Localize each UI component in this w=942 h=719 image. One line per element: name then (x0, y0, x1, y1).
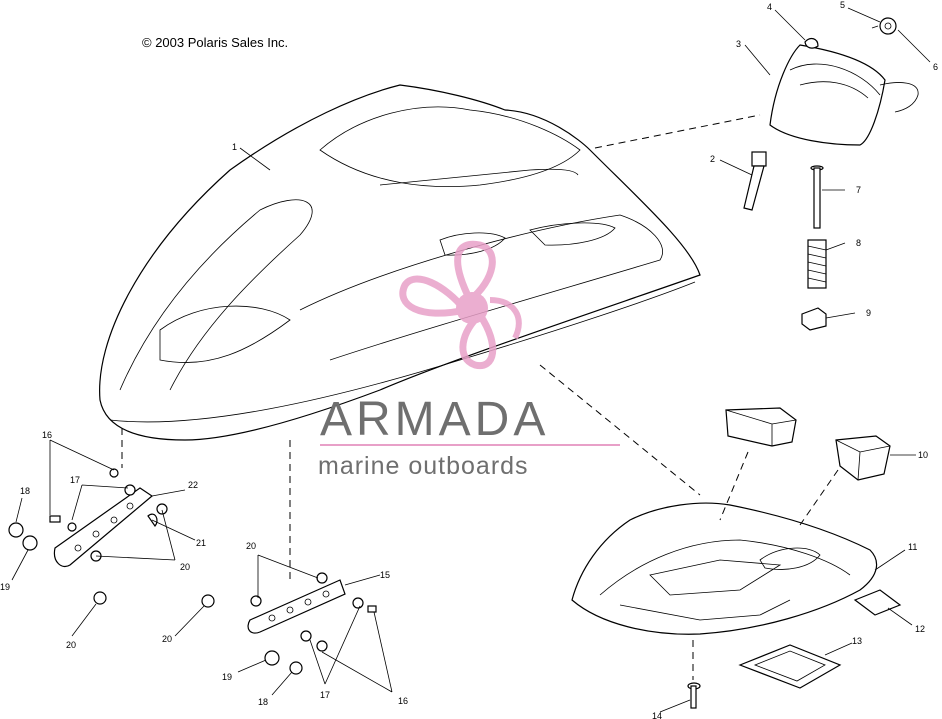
foam-block-part-2 (835, 435, 891, 481)
callout-13: 13 (852, 636, 862, 646)
callout-8: 8 (856, 238, 861, 248)
watermark-divider (320, 444, 620, 446)
callout-18: 18 (258, 697, 268, 707)
callout-20: 20 (180, 562, 190, 572)
callout-12: 12 (915, 624, 925, 634)
adjuster-knob-part (801, 307, 827, 331)
callout-16: 16 (42, 430, 52, 440)
adjuster-rod-part (810, 165, 824, 229)
spring-part (807, 239, 827, 289)
callout-20: 20 (162, 634, 172, 644)
hood-part (99, 84, 701, 441)
callout-16: 16 (398, 696, 408, 706)
callout-19: 19 (222, 672, 232, 682)
callout-9: 9 (866, 308, 871, 318)
headlight-clip-part (804, 37, 819, 49)
headlight-bezel-part (769, 44, 919, 146)
callout-17: 17 (70, 475, 80, 485)
watermark-tagline: marine outboards (318, 452, 529, 480)
callout-10: 10 (918, 450, 928, 460)
callout-7: 7 (856, 185, 861, 195)
callout-6: 6 (933, 62, 938, 72)
propeller-logo-icon (399, 240, 522, 370)
screw-part (687, 682, 701, 709)
cover-plate-part (738, 644, 842, 689)
copyright-text: © 2003 Polaris Sales Inc. (142, 35, 288, 50)
assembly-lines (121, 114, 839, 680)
callout-14: 14 (652, 711, 662, 719)
callout-15: 15 (380, 570, 390, 580)
left-bracket-part (53, 487, 153, 568)
callout-19: 19 (0, 582, 10, 592)
watermark: ARMADA marine outboards (318, 240, 620, 480)
leader-lines (11, 7, 931, 713)
hardware-parts (8, 468, 377, 675)
headlight-bulb-part (871, 17, 897, 35)
callout-5: 5 (840, 0, 845, 10)
callout-21: 21 (196, 538, 206, 548)
foam-block-part (725, 407, 797, 447)
right-bracket-part (247, 579, 346, 634)
callout-22: 22 (188, 480, 198, 490)
callout-11: 11 (908, 542, 917, 552)
inner-liner-part (571, 502, 878, 635)
callout-4: 4 (767, 2, 772, 12)
callout-18: 18 (20, 486, 30, 496)
callout-2: 2 (710, 154, 715, 164)
strap-part (743, 151, 767, 211)
callout-20: 20 (66, 640, 76, 650)
callout-17: 17 (320, 690, 330, 700)
callout-20: 20 (246, 541, 256, 551)
callout-3: 3 (736, 39, 741, 49)
callout-1: 1 (232, 142, 237, 152)
watermark-brand: ARMADA (320, 393, 549, 446)
